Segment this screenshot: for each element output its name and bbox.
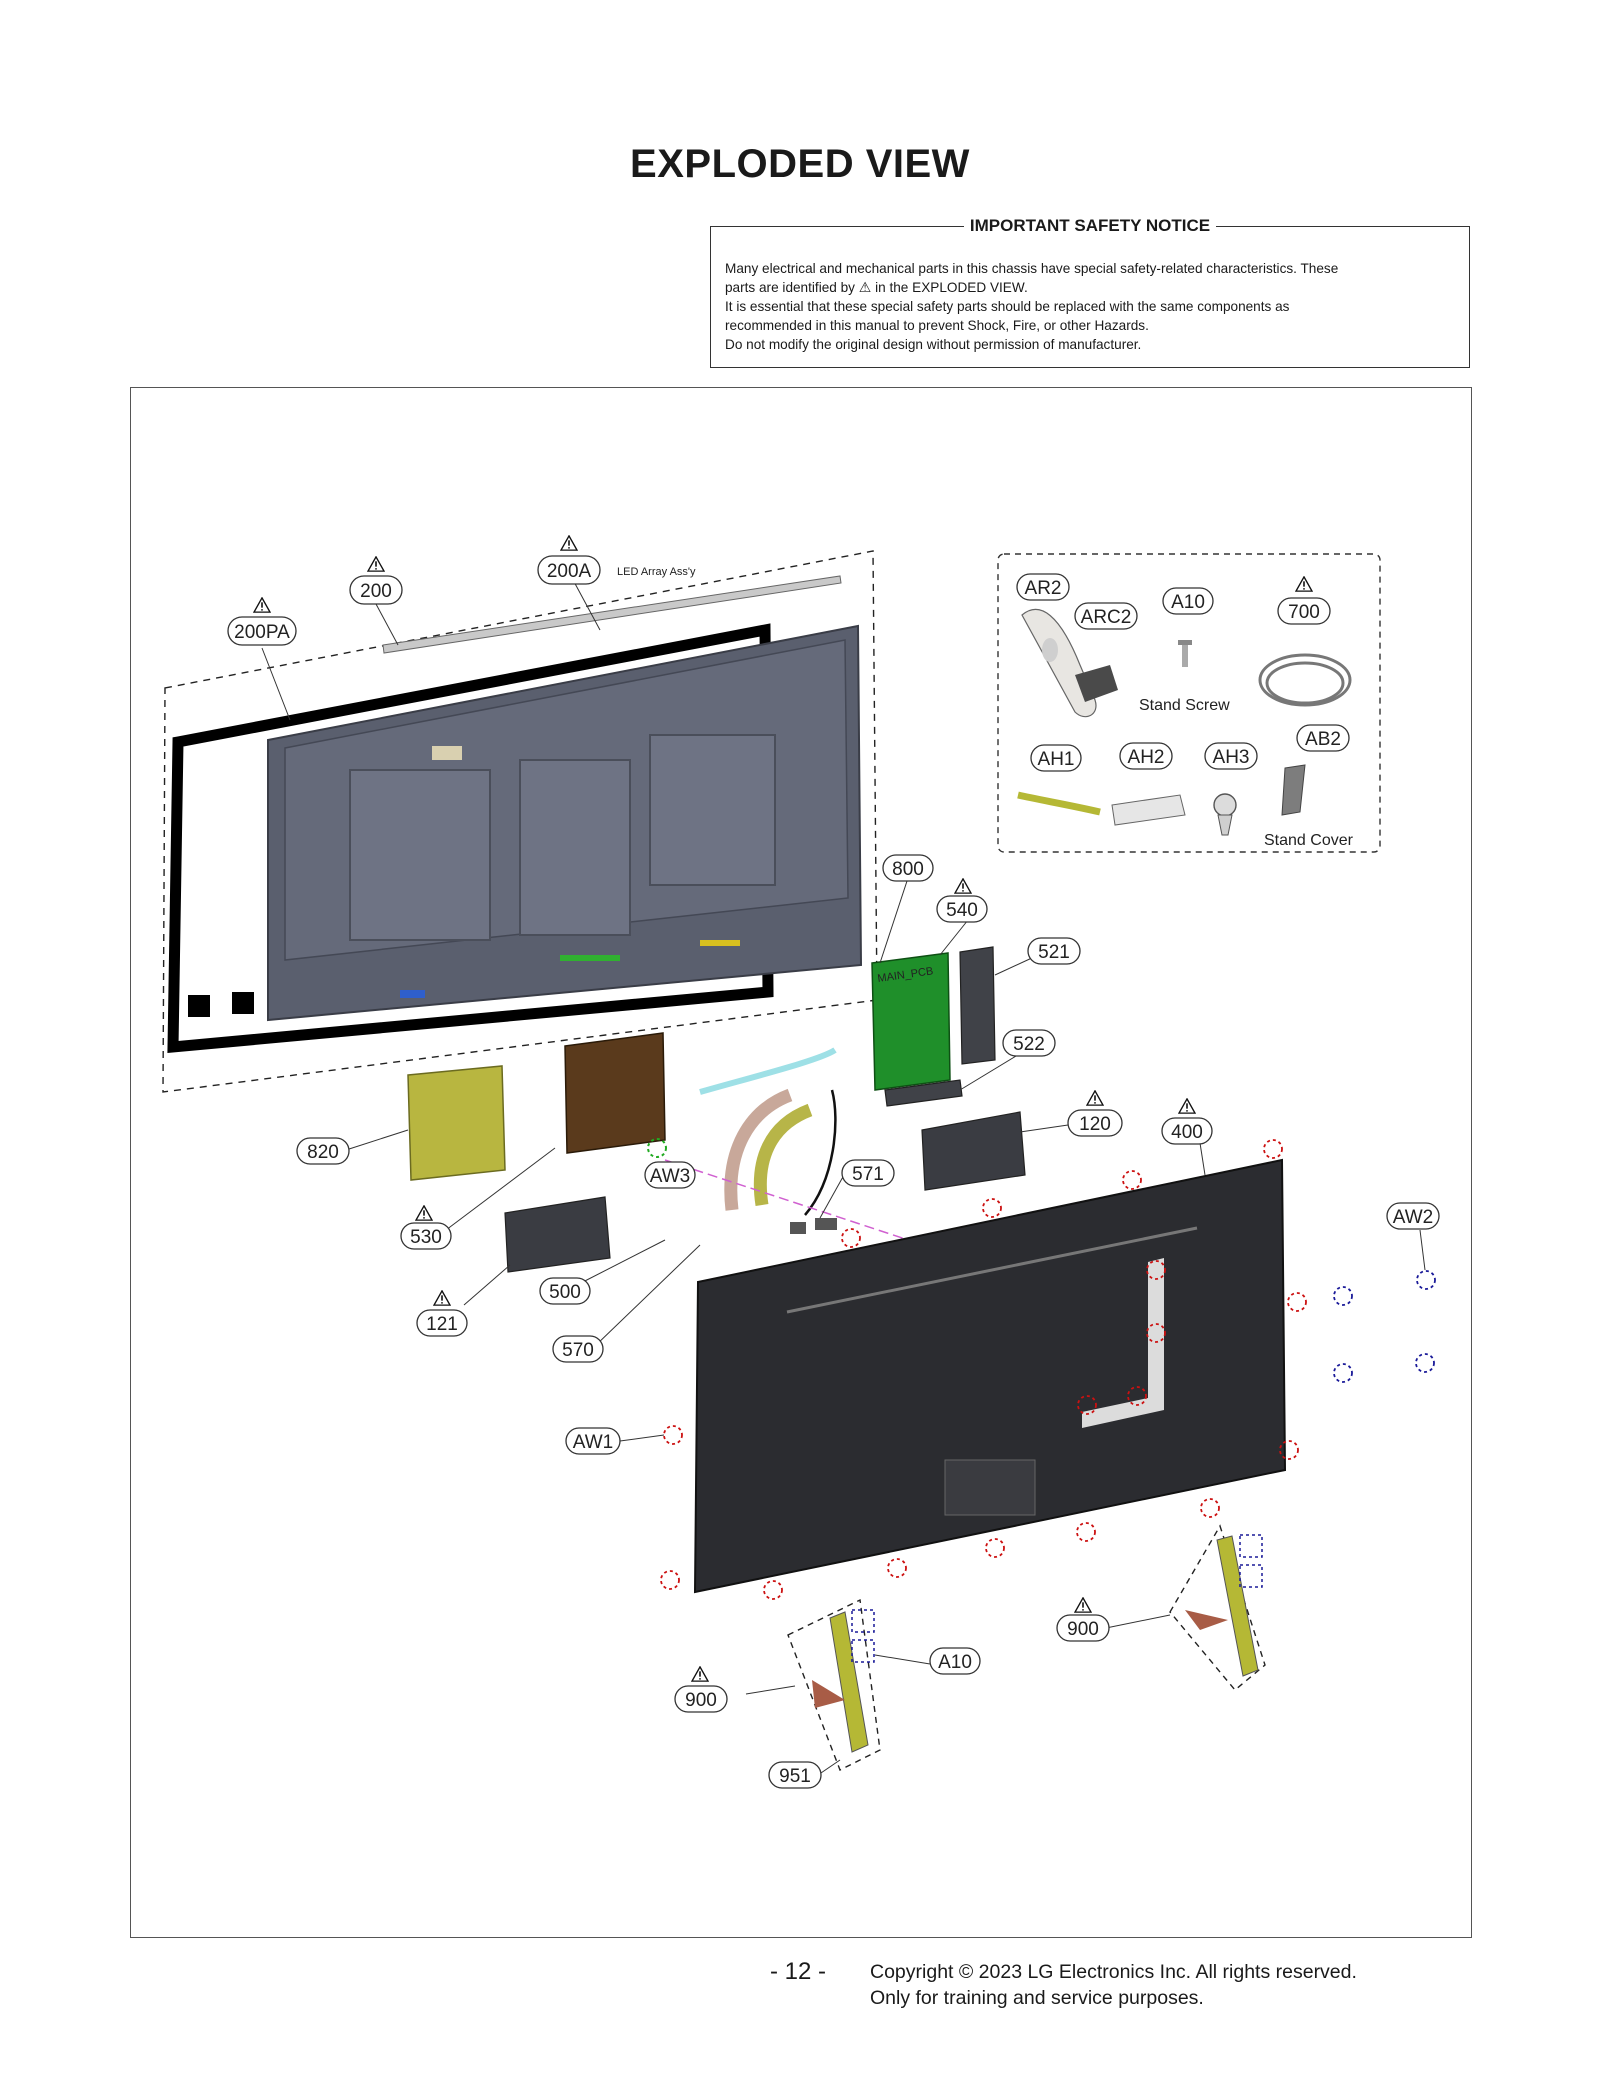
callout-900-left: 900 [685,1690,717,1711]
callout-aw1: AW1 [573,1432,613,1453]
diagram-frame [130,387,1472,1938]
part-200-led-bar [382,575,842,654]
callout-200a: 200A [547,561,592,582]
part-wire-harness [804,1089,837,1216]
screw-markers-red [660,1139,1307,1600]
callout-ah2: AH2 [1128,747,1165,768]
screw-marker-aw3 [647,1138,667,1158]
part-ffc-cable-1 [724,1088,793,1211]
callout-530: 530 [410,1227,442,1248]
copyright-line: Copyright © 2023 LG Electronics Inc. All… [870,1961,1357,1983]
callout-bubbles [227,555,1440,1789]
part-120-bracket [921,1111,1026,1191]
callout-aw3: AW3 [650,1166,690,1187]
part-530-sheet [564,1032,666,1154]
callout-ab2: AB2 [1305,729,1341,750]
callout-521: 521 [1038,942,1070,963]
footer-copyright: Copyright © 2023 LG Electronics Inc. All… [870,1959,1357,2011]
accessories-box [997,553,1381,853]
part-200pa-frame [167,623,774,1054]
callout-700: 700 [1288,602,1320,623]
part-200pa-checker [188,992,254,1017]
part-571-connector [815,1218,837,1230]
callout-500: 500 [549,1282,581,1303]
notice-line-4: recommended in this manual to prevent Sh… [725,318,1149,333]
part-570-connector [790,1222,806,1234]
callout-a10: A10 [1171,592,1205,613]
stand-screw-caption: Stand Screw [1139,697,1230,714]
callout-200pa: 200PA [234,622,290,643]
notice-line-2a: parts are identified by [725,280,855,295]
notice-line-1: Many electrical and mechanical parts in … [725,261,1339,276]
accessory-stand-cover-ab2 [1281,764,1306,816]
callout-900-right: 900 [1067,1619,1099,1640]
callout-200: 200 [360,581,392,602]
callout-400: 400 [1171,1122,1203,1143]
callout-a10-stand: A10 [938,1652,972,1673]
callout-121: 121 [426,1314,458,1335]
safety-notice-heading: IMPORTANT SAFETY NOTICE [963,216,1217,235]
part-900-stand-left [787,1598,881,1771]
part-522-bracket [884,1079,963,1107]
callout-571: 571 [852,1164,884,1185]
accessory-ah3 [1213,793,1237,836]
part-820-sheet [407,1065,506,1181]
part-540-main-pcb [871,952,951,1091]
part-521-bracket [959,946,996,1065]
page-number: - 12 - [770,1958,827,1985]
page-title: EXPLODED VIEW [630,142,970,186]
callout-120: 120 [1079,1114,1111,1135]
accessory-remote-ar2 [1021,608,1097,718]
callout-570: 570 [562,1340,594,1361]
notice-line-2b: in the EXPLODED VIEW. [875,280,1028,295]
notice-line-5: Do not modify the original design withou… [725,337,1142,352]
accessory-power-cord-700 [1258,653,1352,707]
part-panel-module [267,624,863,1022]
accessory-ah2 [1111,794,1186,826]
part-ffc-cable-2 [753,1103,813,1206]
stand-cover-caption: Stand Cover [1264,832,1354,849]
safety-notice-text: Many electrical and mechanical parts in … [725,259,1455,354]
part-cable-cyan [699,1047,837,1095]
part-900-stand-right [1169,1524,1266,1691]
leader-lines [261,577,1426,1776]
callout-arc2: ARC2 [1081,607,1132,628]
accessory-stand-screw-a10 [1178,640,1192,667]
screw-markers-blue [1333,1270,1436,1383]
part-121-bracket [504,1196,611,1273]
callout-ar2: AR2 [1025,578,1062,599]
safety-notice-box: IMPORTANT SAFETY NOTICE Many electrical … [710,216,1470,368]
callout-540: 540 [946,900,978,921]
led-array-note: LED Array Ass'y [617,566,696,578]
callout-ah3: AH3 [1213,747,1250,768]
accessory-ah1 [1017,791,1101,816]
purpose-line: Only for training and service purposes. [870,1987,1204,2009]
callout-800: 800 [892,859,924,880]
callout-aw2: AW2 [1393,1207,1433,1228]
accessory-battery-arc2 [1075,665,1118,702]
part-400-back-cover [693,1158,1287,1594]
notice-line-3: It is essential that these special safet… [725,299,1290,314]
stand-screw-markers [851,1534,1263,1663]
callout-820: 820 [307,1142,339,1163]
guide-line-magenta [664,1159,946,1253]
callout-ah1: AH1 [1038,749,1075,770]
warning-icon: ⚠ [858,279,872,295]
callout-951: 951 [779,1766,811,1787]
callout-522: 522 [1013,1034,1045,1055]
